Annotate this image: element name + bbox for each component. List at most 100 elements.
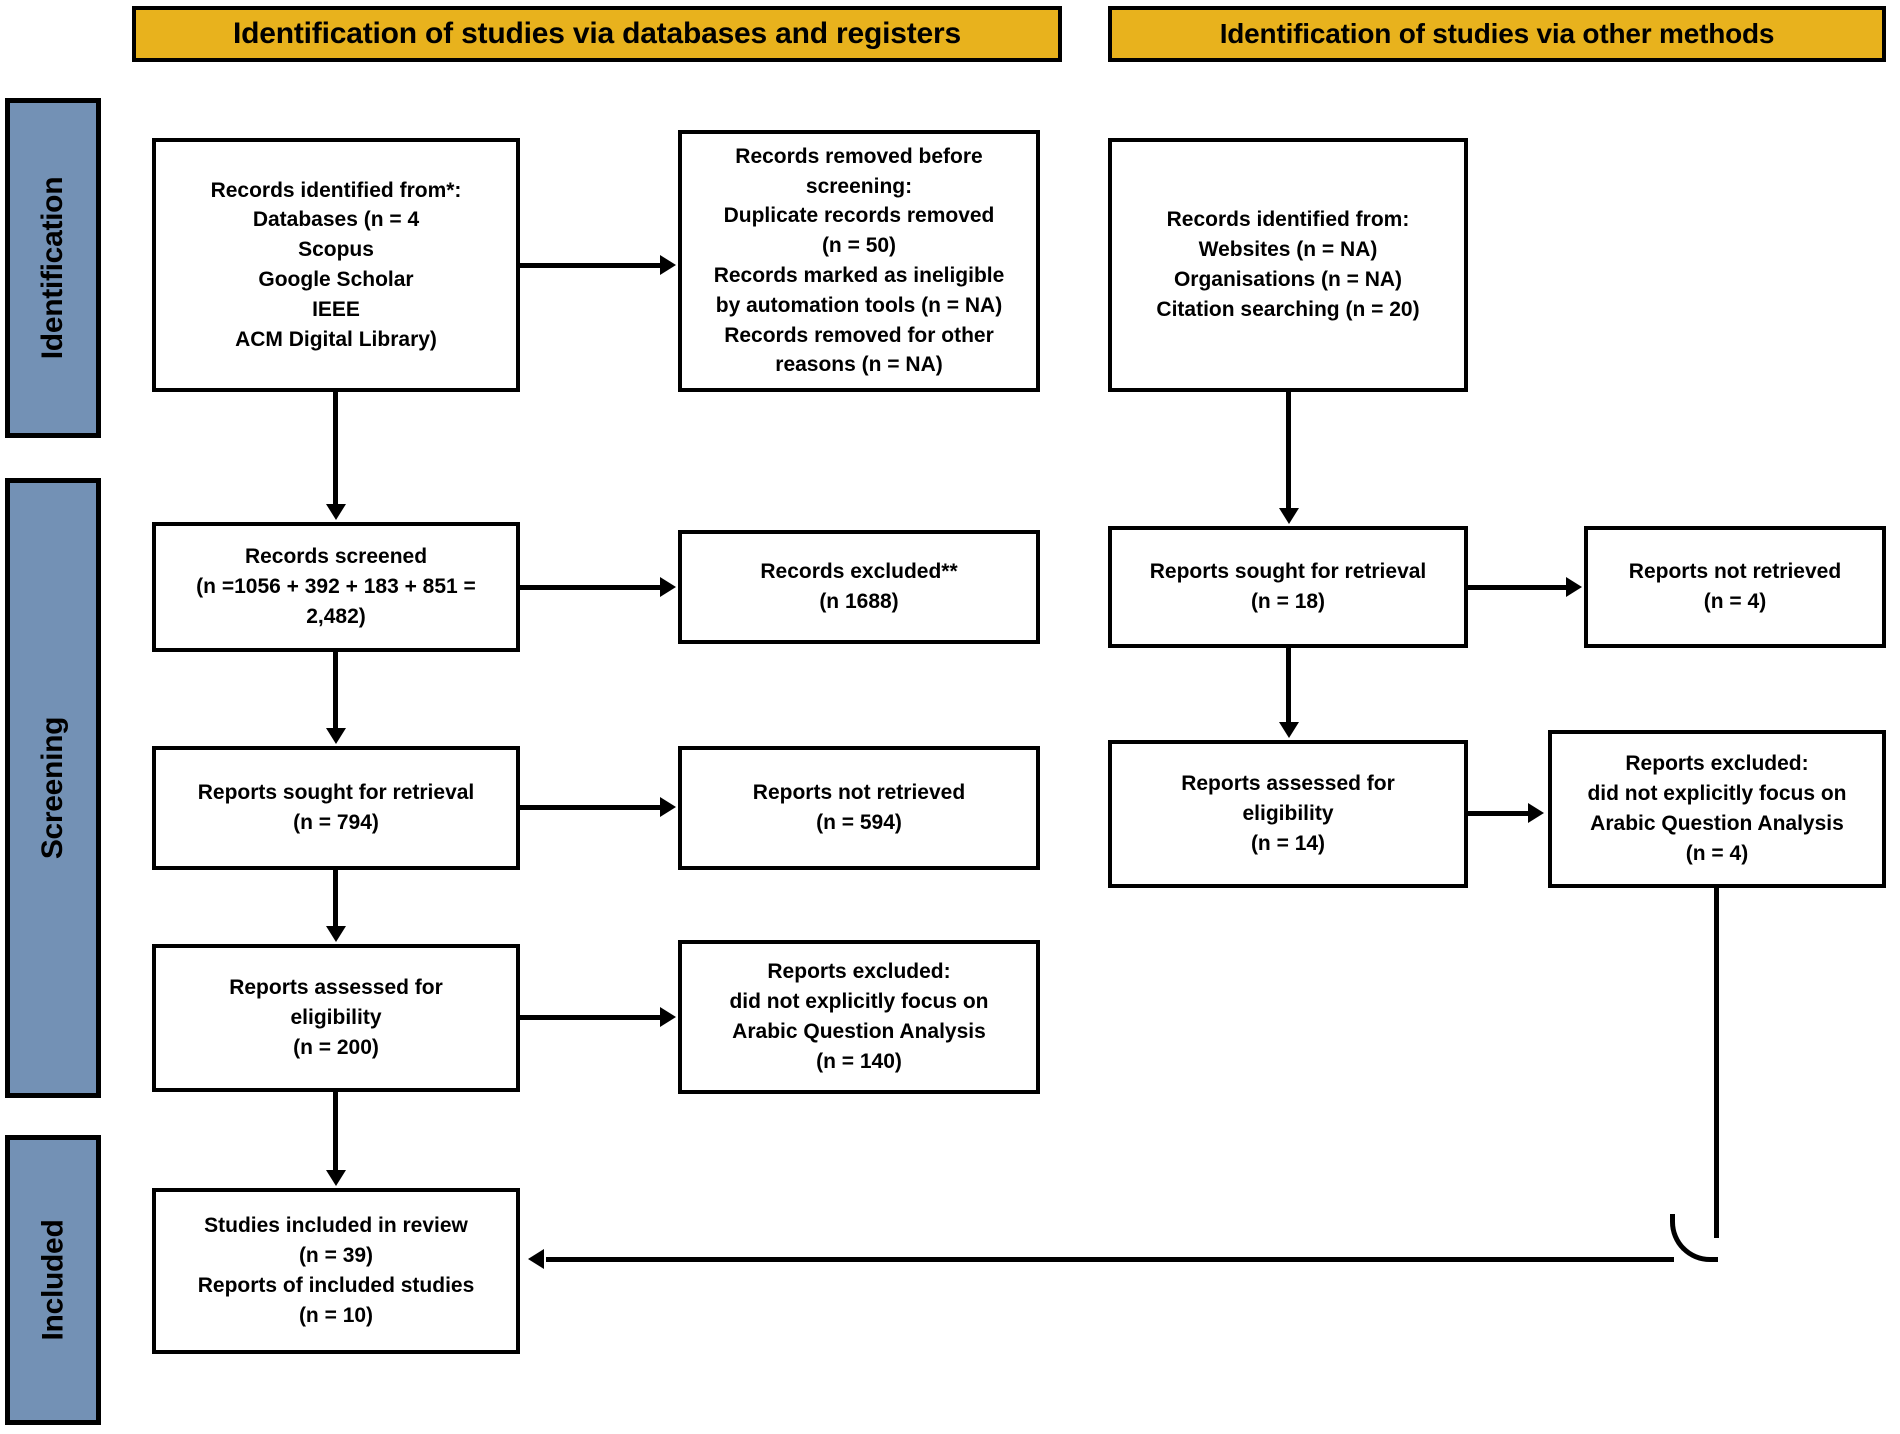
text-line: Reports not retrieved <box>1628 560 1842 584</box>
text-line: reasons (n = NA) <box>775 353 943 377</box>
connector-sought-to-notretrieved-right <box>1468 585 1568 590</box>
text-line: (n =1056 + 392 + 183 + 851 = <box>196 575 476 599</box>
box-records-identified-databases: Records identified from*: Databases (n =… <box>152 138 520 392</box>
arrowhead-sought-to-notretrieved-right <box>1566 577 1582 597</box>
text-line: Reports excluded: <box>767 960 951 984</box>
text-line: (n = 4) <box>1703 590 1767 613</box>
arrowhead-assessed-to-excluded-right <box>1528 803 1544 823</box>
arrowhead-sought-to-assessed-left <box>326 926 346 942</box>
header-other-methods: Identification of studies via other meth… <box>1108 6 1886 62</box>
connector-right-excluded-drop <box>1714 888 1719 1238</box>
stage-bar-identification: Identification <box>5 98 101 438</box>
box-records-excluded: Records excluded** (n 1688) <box>678 530 1040 644</box>
header-other-label: Identification of studies via other meth… <box>1219 18 1775 49</box>
text-line: did not explicitly focus on <box>1587 782 1847 806</box>
connector-assessed-to-excluded-right <box>1468 811 1530 816</box>
box-reports-excluded-left: Reports excluded: did not explicitly foc… <box>678 940 1040 1094</box>
header-databases-label: Identification of studies via databases … <box>233 17 961 50</box>
text-line: 2,482) <box>306 604 366 628</box>
connector-assessed-to-excluded-left <box>520 1015 662 1020</box>
text-line: (n = 4) <box>1685 841 1749 865</box>
stage-label-included: Included <box>36 1219 70 1341</box>
text-line: Reports of included studies <box>197 1274 475 1297</box>
text-line: (n = 794) <box>293 811 379 834</box>
stage-label-identification: Identification <box>36 176 69 360</box>
connector-sought-to-assessed-left <box>333 870 338 926</box>
text-line: Records removed before <box>735 144 983 168</box>
text-line: (n = 200) <box>293 1035 379 1059</box>
connector-screened-to-excluded <box>520 585 662 590</box>
connector-identified-to-removed <box>520 263 662 268</box>
box-records-identified-other-methods: Records identified from: Websites (n = N… <box>1108 138 1468 392</box>
text-line: screening: <box>805 174 913 198</box>
text-line: (n = 10) <box>298 1303 374 1327</box>
text-line: eligibility <box>1242 802 1334 826</box>
arrowhead-right-excluded-to-included <box>528 1249 544 1269</box>
text-line: Citation searching (n = 20) <box>1156 297 1420 321</box>
box-reports-assessed-eligibility-left: Reports assessed for eligibility (n = 20… <box>152 944 520 1092</box>
text-line: Scopus <box>298 238 374 262</box>
arrowhead-assessed-to-included <box>326 1170 346 1186</box>
text-line: Records removed for other <box>724 323 994 347</box>
connector-elbow-corner <box>1670 1214 1718 1262</box>
arrowhead-screened-to-sought-left <box>326 728 346 744</box>
box-reports-assessed-eligibility-right: Reports assessed for eligibility (n = 14… <box>1108 740 1468 888</box>
connector-right-excluded-to-included <box>546 1257 1674 1262</box>
box-reports-sought-retrieval-right: Reports sought for retrieval (n = 18) <box>1108 526 1468 648</box>
text-line: Reports assessed for <box>1181 772 1395 796</box>
connector-sought-to-assessed-right <box>1286 648 1291 722</box>
arrowhead-sought-to-assessed-right <box>1279 722 1299 738</box>
text-line: (n = 594) <box>816 811 902 834</box>
text-line: Duplicate records removed <box>723 204 995 228</box>
text-line: Records identified from: <box>1166 208 1410 232</box>
box-reports-excluded-right: Reports excluded: did not explicitly foc… <box>1548 730 1886 888</box>
text-line: (n = 50) <box>821 234 897 258</box>
text-line: Organisations (n = NA) <box>1173 268 1403 291</box>
stage-bar-screening: Screening <box>5 478 101 1098</box>
box-studies-included-in-review: Studies included in review (n = 39) Repo… <box>152 1188 520 1354</box>
connector-screened-to-sought-left <box>333 652 338 728</box>
stage-bar-included: Included <box>5 1135 101 1425</box>
header-databases-registers: Identification of studies via databases … <box>132 6 1062 62</box>
text-line: by automation tools (n = NA) <box>715 293 1003 317</box>
text-line: Records screened <box>244 545 428 569</box>
connector-identified-to-sought-right <box>1286 392 1291 508</box>
box-records-screened: Records screened (n =1056 + 392 + 183 + … <box>152 522 520 652</box>
text-line: did not explicitly focus on <box>729 990 989 1014</box>
text-line: Studies included in review <box>204 1214 468 1238</box>
text-line: Arabic Question Analysis <box>732 1020 986 1043</box>
box-reports-sought-retrieval-left: Reports sought for retrieval (n = 794) <box>152 746 520 870</box>
text-line: Reports sought for retrieval <box>1149 560 1427 584</box>
connector-assessed-to-included <box>333 1092 338 1170</box>
text-line: Reports assessed for <box>229 976 443 1000</box>
text-line: Reports not retrieved <box>752 781 966 805</box>
text-line: ACM Digital Library) <box>235 327 437 351</box>
text-line: Reports excluded: <box>1625 752 1809 776</box>
text-line: (n = 18) <box>1250 590 1326 613</box>
text-line: IEEE <box>312 297 360 321</box>
text-line: Reports sought for retrieval <box>197 781 475 805</box>
arrowhead-identified-to-screened <box>326 504 346 520</box>
text-line: Records excluded** <box>760 560 958 584</box>
stage-label-screening: Screening <box>36 716 70 860</box>
box-records-removed-before-screening: Records removed before screening: Duplic… <box>678 130 1040 392</box>
text-line: (n = 140) <box>816 1049 902 1073</box>
text-line: eligibility <box>290 1006 382 1030</box>
arrowhead-assessed-to-excluded-left <box>660 1007 676 1027</box>
text-line: Websites (n = NA) <box>1198 238 1378 262</box>
text-line: (n = 39) <box>298 1244 374 1268</box>
text-line: Databases (n = 4 <box>252 208 420 232</box>
text-line: Google Scholar <box>258 268 414 291</box>
connector-sought-to-notretrieved-left <box>520 805 662 810</box>
connector-identified-to-screened <box>333 392 338 504</box>
text-line: Records marked as ineligible <box>713 264 1005 287</box>
arrowhead-identified-to-removed <box>660 255 676 275</box>
text-line: Arabic Question Analysis <box>1590 812 1844 835</box>
arrowhead-screened-to-excluded <box>660 577 676 597</box>
box-reports-not-retrieved-left: Reports not retrieved (n = 594) <box>678 746 1040 870</box>
arrowhead-identified-to-sought-right <box>1279 508 1299 524</box>
arrowhead-sought-to-notretrieved-left <box>660 797 676 817</box>
box-reports-not-retrieved-right: Reports not retrieved (n = 4) <box>1584 526 1886 648</box>
text-line: Records identified from*: <box>210 178 462 202</box>
